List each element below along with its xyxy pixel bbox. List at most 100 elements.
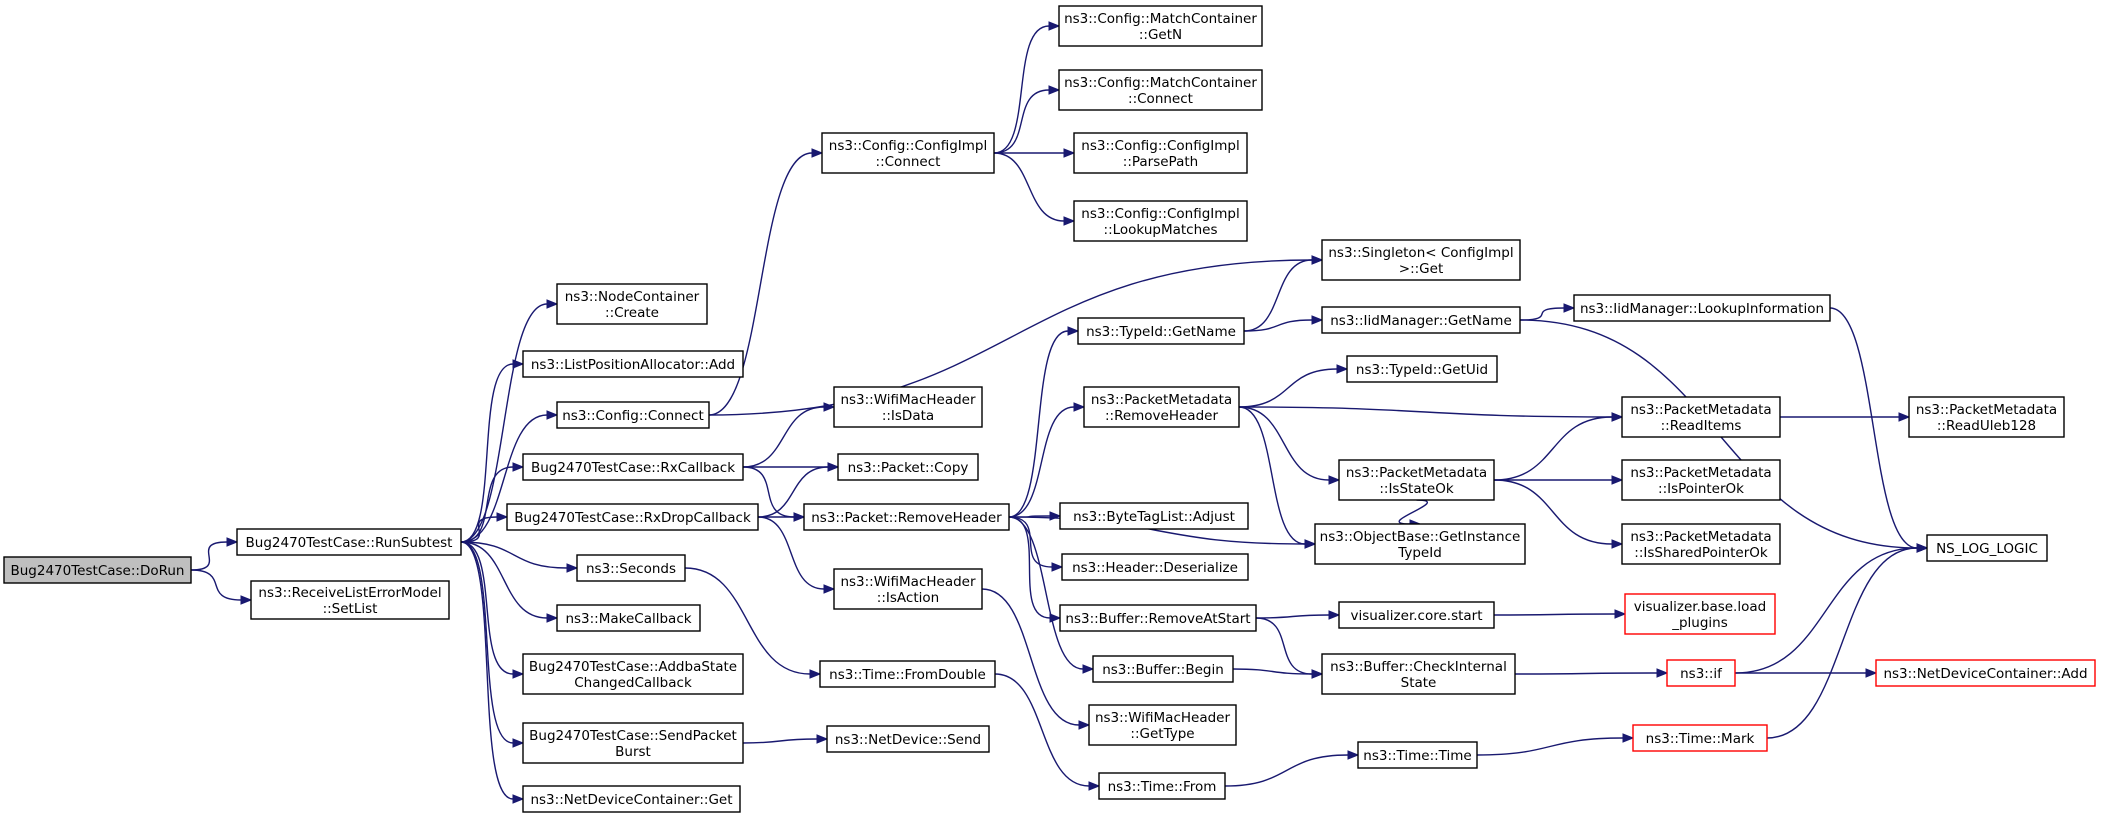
node-runsub[interactable]: Bug2470TestCase::RunSubtest	[236, 528, 462, 556]
node-label-sendburst: Burst	[615, 744, 651, 760]
node-pmremove[interactable]: ns3::PacketMetadata::RemoveHeader	[1083, 386, 1240, 428]
edge-line	[1224, 754, 1349, 787]
node-tfrom[interactable]: ns3::Time::From	[1098, 772, 1226, 800]
node-box-lookup	[1073, 200, 1248, 242]
edge-arrowhead	[1067, 326, 1080, 336]
edge-line	[993, 89, 1050, 154]
node-label-makecb: ns3::MakeCallback	[565, 611, 691, 627]
node-rxdrop[interactable]: Bug2470TestCase::RxDropCallback	[506, 503, 759, 531]
node-pmisptr[interactable]: ns3::PacketMetadata::IsPointerOk	[1621, 459, 1781, 501]
edge-arrowhead	[823, 584, 836, 594]
edge-arrowhead	[1563, 303, 1576, 313]
node-label-singleton: >::Get	[1399, 261, 1443, 277]
node-tmark[interactable]: ns3::Time::Mark	[1632, 724, 1768, 752]
node-isdata[interactable]: ns3::WifiMacHeader::IsData	[833, 386, 983, 428]
node-gettype[interactable]: ns3::WifiMacHeader::GetType	[1088, 704, 1237, 746]
node-pmread[interactable]: ns3::PacketMetadata::ReadItems	[1621, 396, 1781, 438]
edge-line	[460, 363, 514, 543]
node-mcgetn[interactable]: ns3::Config::MatchContainer::GetN	[1058, 5, 1263, 47]
node-premove[interactable]: ns3::Packet::RemoveHeader	[803, 503, 1010, 531]
node-fromdouble[interactable]: ns3::Time::FromDouble	[819, 660, 996, 688]
node-label-mcconnect: ns3::Config::MatchContainer	[1064, 75, 1257, 91]
node-seconds[interactable]: ns3::Seconds	[576, 554, 686, 582]
node-label-parsepath: ::ParsePath	[1123, 154, 1198, 170]
edge-line	[993, 25, 1050, 154]
edge-arrowhead	[1328, 475, 1341, 485]
node-nsif[interactable]: ns3::if	[1666, 659, 1736, 687]
node-iidlookup[interactable]: ns3::IidManager::LookupInformation	[1573, 294, 1831, 322]
node-label-setlist: ns3::ReceiveListErrorModel	[258, 585, 441, 601]
node-nslog[interactable]: NS_LOG_LOGIC	[1926, 534, 2048, 562]
node-ndcadd[interactable]: ns3::NetDeviceContainer::Add	[1875, 659, 2096, 687]
node-isaction[interactable]: ns3::WifiMacHeader::IsAction	[833, 568, 983, 610]
node-label-lookup: ::LookupMatches	[1104, 222, 1218, 238]
node-box-iidgetname	[1321, 306, 1521, 334]
node-label-gettype: ns3::WifiMacHeader	[1095, 710, 1231, 726]
edge-line	[742, 406, 825, 468]
node-addba[interactable]: Bug2470TestCase::AddbaStateChangedCallba…	[522, 653, 744, 695]
edge-bremove-bcheck	[1255, 617, 1324, 679]
node-pcopy[interactable]: ns3::Packet::Copy	[837, 453, 979, 481]
node-box-isaction	[833, 568, 983, 610]
node-box-nccreate	[556, 283, 708, 325]
edge-arrowhead	[1916, 543, 1929, 553]
node-cfgconnect[interactable]: ns3::Config::Connect	[556, 401, 710, 429]
edge-line	[460, 541, 514, 800]
edge-nsif-ndcadd	[1735, 668, 1878, 678]
node-mcconnect[interactable]: ns3::Config::MatchContainer::Connect	[1058, 69, 1263, 111]
edge-line	[1255, 614, 1330, 619]
node-box-obgetinst	[1314, 523, 1526, 565]
node-iidgetname[interactable]: ns3::IidManager::GetName	[1321, 306, 1521, 334]
node-tidgetuid[interactable]: ns3::TypeId::GetUid	[1346, 355, 1498, 383]
edge-line	[1243, 319, 1313, 332]
node-vcstart[interactable]: visualizer.core.start	[1338, 601, 1495, 629]
node-parsepath[interactable]: ns3::Config::ConfigImpl::ParsePath	[1073, 132, 1248, 174]
nodes-layer: Bug2470TestCase::DoRun Bug2470TestCase::R…	[3, 5, 2096, 813]
node-label-fromdouble: ns3::Time::FromDouble	[829, 667, 986, 683]
node-vbload[interactable]: visualizer.base.load_plugins	[1624, 593, 1776, 635]
edge-arrowhead	[1063, 216, 1076, 226]
node-rxcb[interactable]: Bug2470TestCase::RxCallback	[522, 453, 744, 481]
node-bremove[interactable]: ns3::Buffer::RemoveAtStart	[1059, 604, 1257, 632]
node-singleton[interactable]: ns3::Singleton< ConfigImpl>::Get	[1321, 239, 1521, 281]
edge-arrowhead	[566, 563, 579, 573]
node-label-vcstart: visualizer.core.start	[1350, 608, 1482, 624]
edge-tfrom-ttime	[1224, 750, 1360, 787]
node-nccreate[interactable]: ns3::NodeContainer::Create	[556, 283, 708, 325]
edge-arrowhead	[1048, 85, 1061, 95]
edge-line	[1398, 499, 1428, 525]
node-label-pmisptr: ns3::PacketMetadata	[1630, 465, 1771, 481]
node-pmuleb[interactable]: ns3::PacketMetadata::ReadUleb128	[1908, 396, 2065, 438]
edge-runsub-makecb	[460, 541, 559, 623]
node-pmisshared[interactable]: ns3::PacketMetadata::IsSharedPointerOk	[1621, 523, 1781, 565]
node-box-vbload	[1624, 593, 1776, 635]
node-btladjust[interactable]: ns3::ByteTagList::Adjust	[1059, 502, 1249, 530]
node-bbegin[interactable]: ns3::Buffer::Begin	[1092, 655, 1234, 683]
node-ndcget[interactable]: ns3::NetDeviceContainer::Get	[522, 785, 741, 813]
edge-arrowhead	[1311, 255, 1324, 265]
edge-line	[1829, 307, 1918, 549]
edge-arrowhead	[811, 148, 824, 158]
node-label-rxcb: Bug2470TestCase::RxCallback	[531, 460, 735, 476]
node-setlist[interactable]: ns3::ReceiveListErrorModel::SetList	[250, 580, 450, 620]
edge-ttime-tmark	[1476, 733, 1635, 756]
node-implconnect[interactable]: ns3::Config::ConfigImpl::Connect	[821, 132, 995, 174]
node-ndsend[interactable]: ns3::NetDevice::Send	[826, 725, 990, 753]
node-tidgetname[interactable]: ns3::TypeId::GetName	[1077, 317, 1245, 345]
node-hdeser[interactable]: ns3::Header::Deserialize	[1061, 553, 1249, 581]
node-pmisstate[interactable]: ns3::PacketMetadata::IsStateOk	[1338, 459, 1495, 501]
edge-line	[757, 516, 825, 590]
edge-arrowhead	[1622, 733, 1635, 743]
node-dorun[interactable]: Bug2470TestCase::DoRun	[3, 556, 192, 584]
node-makecb[interactable]: ns3::MakeCallback	[556, 604, 701, 632]
node-lpaadd[interactable]: ns3::ListPositionAllocator::Add	[522, 350, 744, 378]
node-box-cfgconnect	[556, 401, 710, 429]
edge-line	[1232, 668, 1313, 675]
node-ttime[interactable]: ns3::Time::Time	[1357, 741, 1478, 769]
edge-line	[460, 541, 514, 744]
edge-arrowhead	[1656, 668, 1669, 678]
node-lookup[interactable]: ns3::Config::ConfigImpl::LookupMatches	[1073, 200, 1248, 242]
